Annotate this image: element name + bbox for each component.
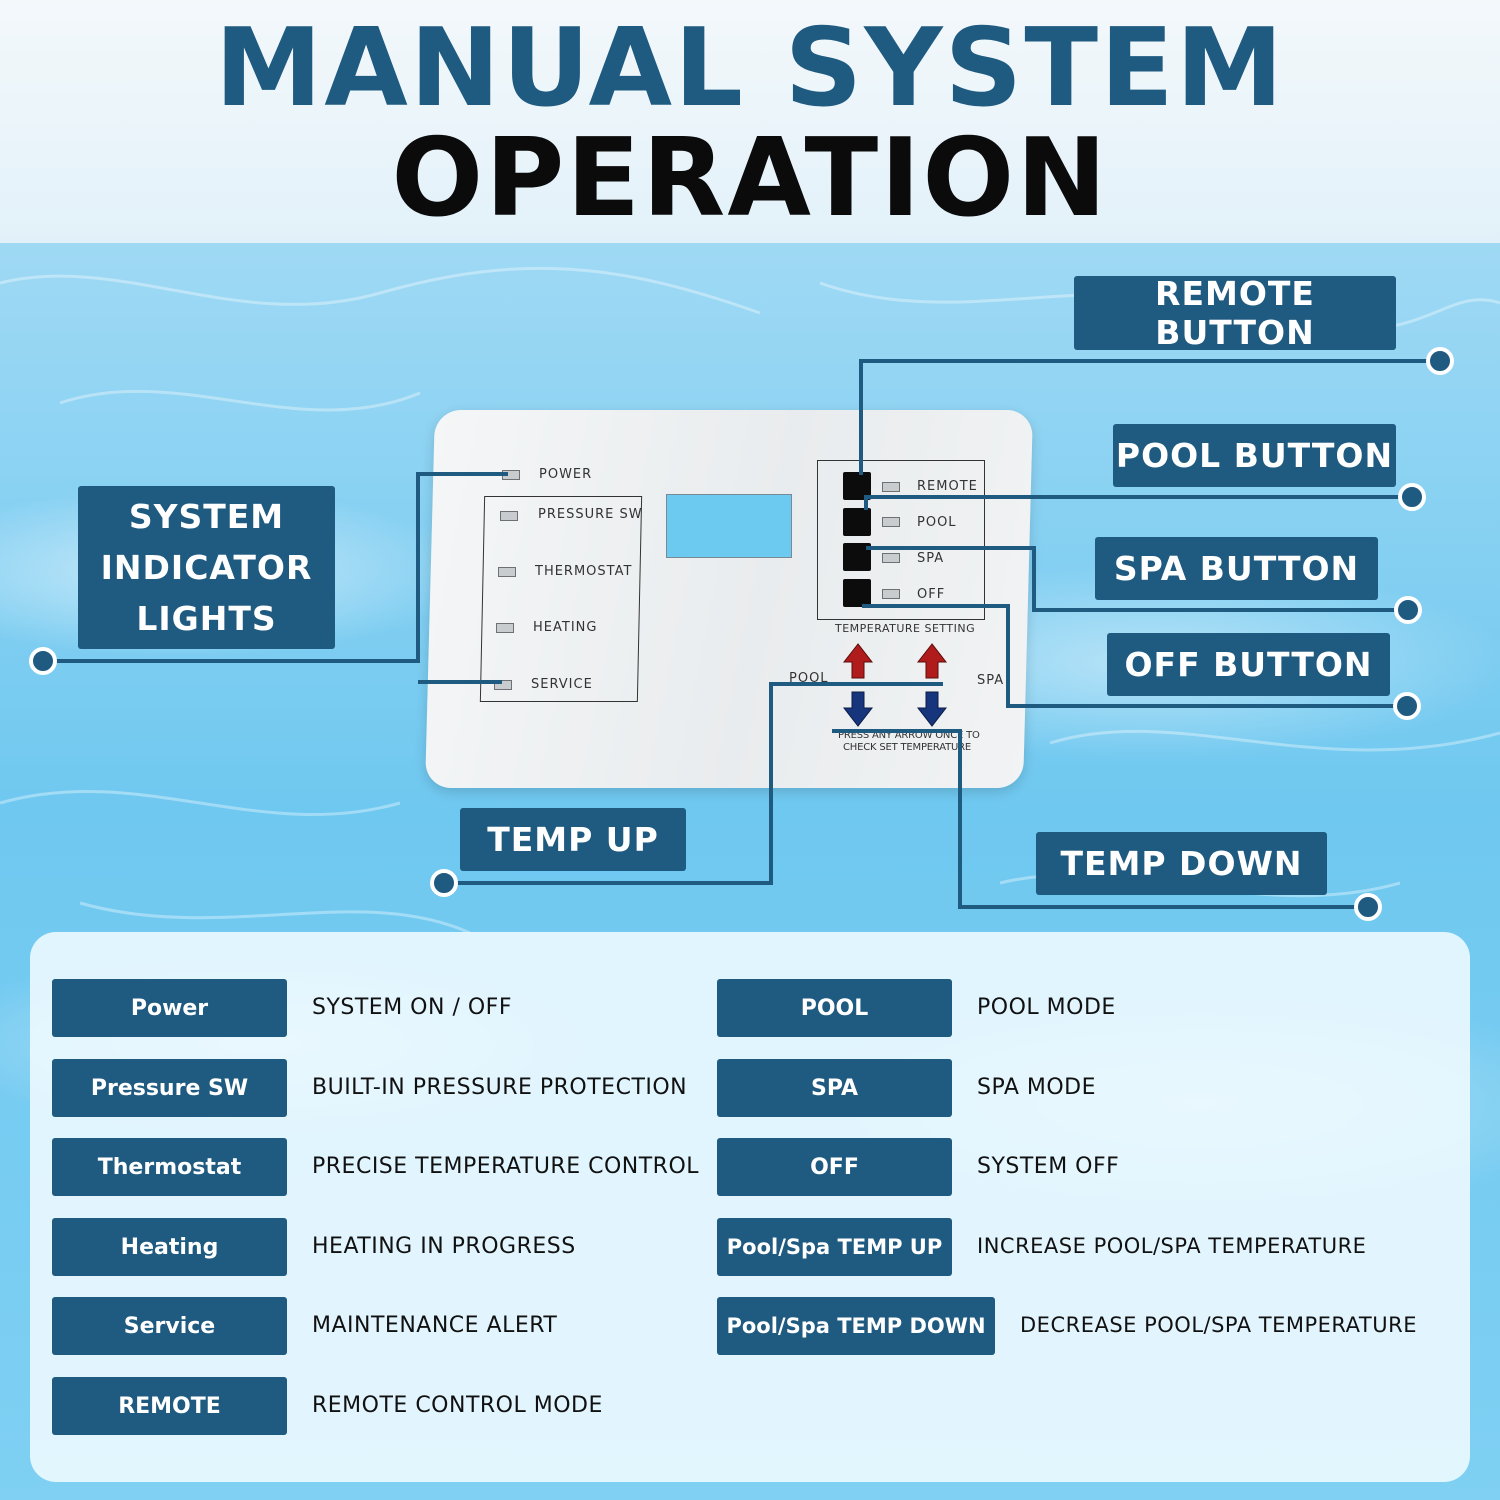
- legend-left-desc-1: SYSTEM ON / OFF: [312, 995, 512, 1020]
- page-title-line-1: MANUAL SYSTEM: [214, 6, 1286, 131]
- temperature-display: [666, 494, 792, 558]
- service-led: [494, 680, 512, 690]
- legend-right-desc-2: SPA MODE: [977, 1075, 1097, 1100]
- pool-temp-down-arrow[interactable]: [842, 691, 874, 727]
- off-button[interactable]: [843, 579, 871, 607]
- legend-left-badge-1: Power: [52, 979, 287, 1037]
- indicator-lights-callout: SYSTEM INDICATOR LIGHTS: [78, 486, 335, 649]
- temp-up-callout: TEMP UP: [460, 808, 686, 871]
- legend-right-desc-5: DECREASE POOL/SPA TEMPERATURE: [1020, 1313, 1417, 1337]
- legend-right-badge-2: SPA: [717, 1059, 952, 1117]
- service-label: SERVICE: [531, 677, 593, 692]
- power-led: [502, 470, 520, 480]
- legend-right-badge-3: OFF: [717, 1138, 952, 1196]
- legend-left-desc-2: BUILT-IN PRESSURE PROTECTION: [312, 1075, 688, 1100]
- remote-button-callout: REMOTE BUTTON: [1074, 274, 1396, 352]
- spa-temp-up-arrow[interactable]: [916, 643, 948, 679]
- panel-note-line-2: CHECK SET TEMPERATURE: [843, 742, 971, 753]
- legend-left-badge-2: Pressure SW: [52, 1059, 287, 1117]
- spa-temp-label: SPA: [977, 673, 1005, 688]
- page-title-line-2: OPERATION: [391, 116, 1109, 241]
- indicator-callout-line-3: LIGHTS: [136, 599, 277, 638]
- spa-temp-down-arrow[interactable]: [916, 691, 948, 727]
- legend-left-desc-3: PRECISE TEMPERATURE CONTROL: [312, 1154, 700, 1179]
- spa-led: [882, 553, 900, 563]
- spa-button-label: SPA: [917, 551, 945, 566]
- spa-button-callout: SPA BUTTON: [1095, 537, 1378, 600]
- legend-left-desc-6: REMOTE CONTROL MODE: [312, 1393, 603, 1418]
- legend-left-badge-4: Heating: [52, 1218, 287, 1276]
- off-button-label: OFF: [917, 587, 946, 602]
- power-label: POWER: [539, 467, 593, 482]
- title-banner-background: [0, 0, 1500, 243]
- legend-right-badge-5: Pool/Spa TEMP DOWN: [717, 1297, 995, 1355]
- legend-right-desc-3: SYSTEM OFF: [977, 1154, 1120, 1179]
- legend-right-desc-1: POOL MODE: [977, 995, 1116, 1020]
- pool-temp-up-arrow[interactable]: [842, 643, 874, 679]
- off-button-callout: OFF BUTTON: [1107, 633, 1390, 696]
- temperature-setting-label: TEMPERATURE SETTING: [835, 622, 976, 635]
- heating-label: HEATING: [533, 620, 598, 635]
- legend-left-desc-5: MAINTENANCE ALERT: [312, 1313, 558, 1338]
- temp-down-callout: TEMP DOWN: [1036, 832, 1327, 895]
- legend-right-badge-1: POOL: [717, 979, 952, 1037]
- legend-left-badge-3: Thermostat: [52, 1138, 287, 1196]
- remote-button-label: REMOTE: [917, 479, 978, 494]
- temp-arrow-group: [842, 643, 948, 727]
- legend-left-badge-5: Service: [52, 1297, 287, 1355]
- pressure-sw-label: PRESSURE SW: [538, 507, 643, 522]
- heating-led: [496, 623, 514, 633]
- legend-right-desc-4: INCREASE POOL/SPA TEMPERATURE: [977, 1234, 1367, 1258]
- thermostat-led: [498, 567, 516, 577]
- indicator-callout-line-1: SYSTEM: [128, 497, 285, 536]
- off-led: [882, 589, 900, 599]
- indicator-callout-line-2: INDICATOR: [100, 548, 313, 587]
- indicator-frame: [479, 496, 643, 702]
- legend-left-badge-6: REMOTE: [52, 1377, 287, 1435]
- legend-left-desc-4: HEATING IN PROGRESS: [312, 1234, 576, 1259]
- pool-temp-label: POOL: [789, 671, 829, 686]
- pool-button-label: POOL: [917, 515, 957, 530]
- remote-button[interactable]: [843, 472, 871, 500]
- remote-led: [882, 482, 900, 492]
- pool-button[interactable]: [843, 508, 871, 536]
- panel-note-line-1: PRESS ANY ARROW ONCE TO: [838, 730, 980, 741]
- legend-right-badge-4: Pool/Spa TEMP UP: [717, 1218, 952, 1276]
- thermostat-label: THERMOSTAT: [535, 564, 633, 579]
- pool-button-callout: POOL BUTTON: [1113, 424, 1396, 487]
- pressure-sw-led: [500, 511, 518, 521]
- pool-led: [882, 517, 900, 527]
- spa-button[interactable]: [843, 543, 871, 571]
